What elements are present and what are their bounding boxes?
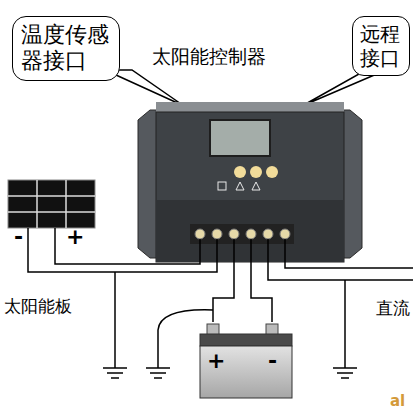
terminal-panel [156,200,344,262]
ground-symbol [337,372,353,374]
panel-grid [8,195,95,197]
ground-symbol [150,372,166,374]
terminal-screw [212,229,222,239]
callout-text: 温度传感 器接口 [21,22,111,75]
button-icon [218,182,226,190]
button-icon [236,182,244,190]
solar-panel-cells [8,180,95,228]
panel-lead [54,228,56,246]
controller-body [156,112,344,262]
terminal-lead [250,239,252,262]
ground-symbol [154,377,162,379]
wire [115,262,413,368]
polarity-sign: + [207,348,225,374]
wire [251,262,272,322]
ground-wire [114,272,116,368]
terminal-lead [199,239,201,262]
lcd-screen [210,120,270,156]
controller-title: 太阳能控制器 [152,45,266,68]
ground-symbol [103,368,357,378]
callout-text: 远程 接口 [360,22,402,70]
watermark: al [390,392,405,410]
ground-symbol [146,367,170,369]
terminal-screw [229,229,239,239]
button [266,166,278,178]
wire [213,262,234,322]
ground-symbol [107,372,123,374]
battery: +- [198,322,292,400]
component-label: 太阳能板 [4,296,72,316]
ground-wire [344,280,346,368]
ground-wire [158,310,213,368]
load-wire [268,262,413,280]
terminal-screw [280,229,290,239]
terminal-lead [284,239,286,262]
load-wire [285,262,413,268]
component-label: 直流 [376,298,410,318]
ground-symbol [333,367,357,369]
panel-grid [65,180,67,228]
terminal-lead [233,239,235,262]
polarity-sign: + [66,224,84,250]
panel-grid [8,180,95,228]
ground-symbol [341,377,349,379]
panel-grid [8,211,95,213]
wire [28,246,217,272]
solar-panel: -+ [8,180,95,246]
controller-box: 太阳能控制器 [148,105,355,262]
panel-lead [27,228,29,246]
ground-symbol [111,377,119,379]
button [234,166,246,178]
polarity-sign: - [14,224,23,250]
terminal-lead [267,239,269,262]
button [250,166,262,178]
battery-body [200,346,292,398]
terminal-screw [195,229,205,239]
terminal-lead [216,239,218,262]
callout-bubble: 远程 接口 [352,16,410,76]
terminal-screw [246,229,256,239]
panel-lead [28,228,55,246]
panel-grid [36,180,38,228]
callout-bubble: 温度传感 器接口 [12,16,120,81]
terminal-strip [190,224,294,244]
battery-lid [200,334,292,346]
polarity-sign: - [268,348,277,374]
terminal-lead [200,239,285,262]
button-icon [252,182,260,190]
ground-symbol [103,367,127,369]
terminal-screw [263,229,273,239]
